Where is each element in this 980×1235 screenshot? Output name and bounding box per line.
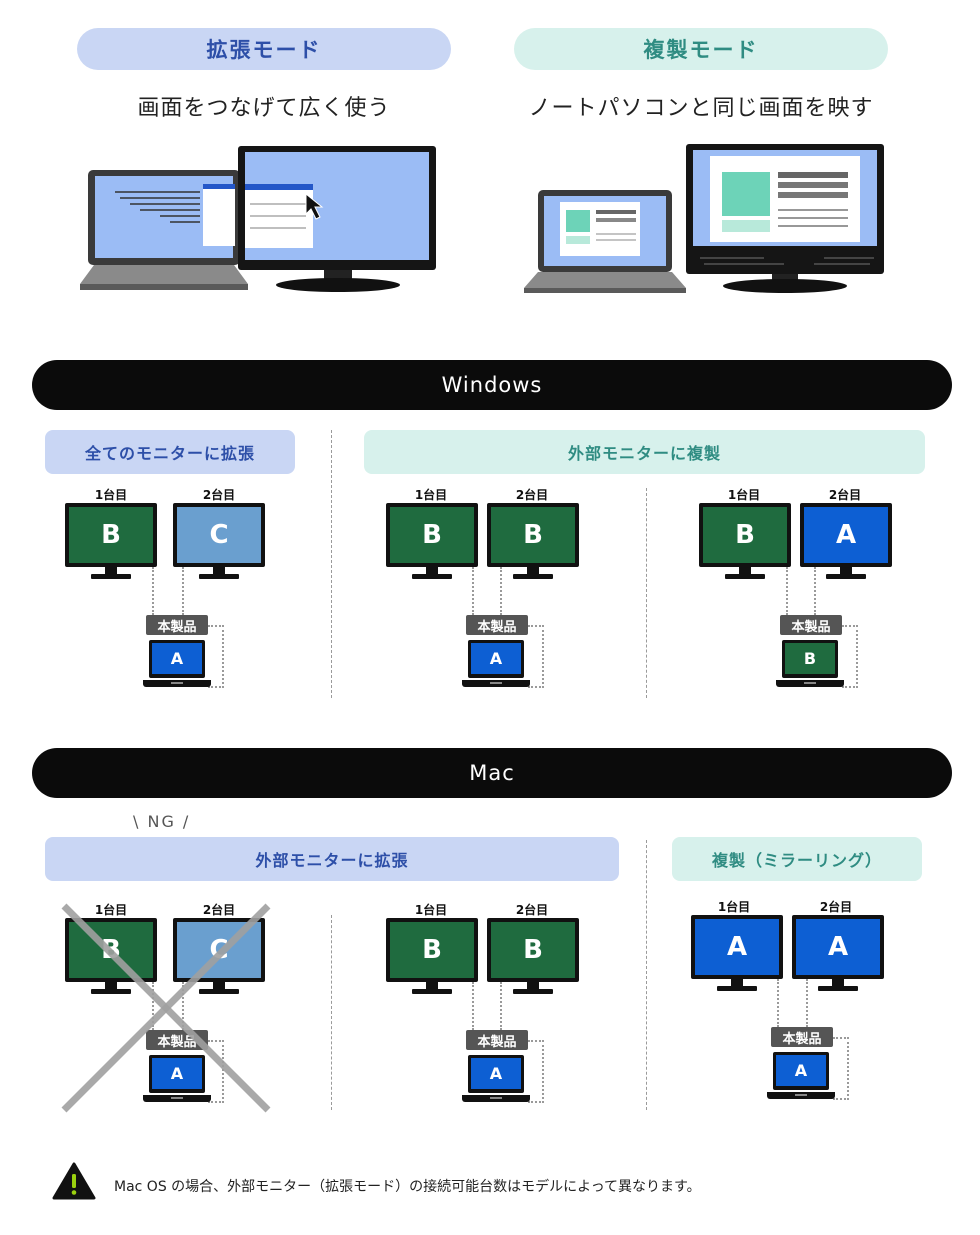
- mirror-mode-label: 複製モード: [643, 38, 759, 62]
- windows-section-bar: Windows: [32, 360, 952, 410]
- connection-line: [472, 982, 474, 1030]
- monitor-2: C: [173, 503, 265, 583]
- monitor-screen: A: [695, 919, 779, 975]
- monitor-screen: B: [491, 507, 575, 563]
- monitor-1-label: 1台目: [414, 903, 448, 917]
- monitor-screen: B: [390, 922, 474, 978]
- extend-mode-pill: 拡張モード: [77, 28, 451, 70]
- monitor-screen: A: [804, 507, 888, 563]
- divider: [331, 915, 332, 1110]
- monitor-2-label: 2台目: [202, 903, 236, 917]
- monitor-2-label: 2台目: [819, 900, 853, 914]
- monitor-2-label: 2台目: [202, 488, 236, 502]
- monitor-1-label: 1台目: [717, 900, 751, 914]
- laptop-screen: A: [776, 1055, 826, 1086]
- product-laptop: A: [767, 1052, 835, 1100]
- monitor-1: B: [699, 503, 791, 583]
- connection-line: [182, 567, 184, 615]
- mac-os-note: Mac OS の場合、外部モニター（拡張モード）の接続可能台数はモデルによって異…: [114, 1179, 701, 1195]
- connection-line: [814, 567, 816, 615]
- ng-cross-icon: [61, 903, 271, 1113]
- mirror-mode-illustration: [524, 144, 884, 293]
- connection-line: [528, 625, 544, 688]
- mirror-mode-pill: 複製モード: [514, 28, 888, 70]
- monitor-screen: B: [390, 507, 474, 563]
- product-tag: 本製品: [780, 615, 842, 635]
- monitor-2: A: [800, 503, 892, 583]
- windows-mirror-external-label: 外部モニターに複製: [567, 444, 721, 463]
- ng-label: \ NG /: [133, 812, 191, 831]
- extend-mode-desc: 画面をつなげて広く使う: [137, 96, 391, 121]
- mirror-mode-desc: ノートパソコンと同じ画面を映す: [528, 96, 874, 121]
- connection-line: [777, 979, 779, 1027]
- connection-line: [500, 982, 502, 1030]
- monitor-1: A: [691, 915, 783, 995]
- monitor-1-label: 1台目: [94, 488, 128, 502]
- connection-line: [182, 982, 184, 1030]
- connection-line: [833, 1037, 849, 1100]
- divider: [646, 840, 647, 1110]
- windows-mirror-external-header: 外部モニターに複製: [364, 430, 925, 474]
- laptop-screen: A: [152, 1058, 202, 1089]
- product-tag: 本製品: [466, 615, 528, 635]
- extend-mode-label: 拡張モード: [206, 38, 322, 62]
- laptop-screen: B: [785, 643, 835, 674]
- monitor-2: B: [487, 503, 579, 583]
- monitor-2-label: 2台目: [515, 903, 549, 917]
- windows-title: Windows: [441, 373, 543, 397]
- warning-icon: [52, 1162, 96, 1200]
- monitor-1: B: [65, 503, 157, 583]
- mac-title: Mac: [469, 761, 515, 785]
- monitor-screen: B: [69, 507, 153, 563]
- monitor-screen: C: [177, 507, 261, 563]
- mac-mirror-label: 複製（ミラーリング）: [711, 851, 882, 870]
- product-tag: 本製品: [466, 1030, 528, 1050]
- connection-line: [208, 625, 224, 688]
- divider: [331, 430, 332, 698]
- divider: [646, 488, 647, 698]
- laptop-screen: A: [471, 1058, 521, 1089]
- monitor-screen: A: [796, 919, 880, 975]
- connection-line: [806, 979, 808, 1027]
- mac-extend-external-header: 外部モニターに拡張: [45, 837, 619, 881]
- monitor-2-label: 2台目: [828, 488, 862, 502]
- monitor-screen: B: [69, 922, 153, 978]
- monitor-2: B: [487, 918, 579, 998]
- connection-line: [786, 567, 788, 615]
- connection-line: [208, 1040, 224, 1103]
- monitor-2: A: [792, 915, 884, 995]
- monitor-1-label: 1台目: [94, 903, 128, 917]
- mac-extend-external-label: 外部モニターに拡張: [255, 851, 409, 870]
- mac-mirror-header: 複製（ミラーリング）: [672, 837, 922, 881]
- connection-line: [528, 1040, 544, 1103]
- connection-line: [842, 625, 858, 688]
- monitor-screen: B: [491, 922, 575, 978]
- monitor-1: B: [386, 503, 478, 583]
- monitor-1-label: 1台目: [727, 488, 761, 502]
- windows-extend-all-label: 全てのモニターに拡張: [84, 444, 255, 463]
- laptop-screen: A: [152, 643, 202, 674]
- connection-line: [500, 567, 502, 615]
- product-tag: 本製品: [146, 615, 208, 635]
- monitor-2-label: 2台目: [515, 488, 549, 502]
- product-laptop: A: [462, 1055, 530, 1103]
- connection-line: [152, 567, 154, 615]
- product-laptop: A: [143, 1055, 211, 1103]
- monitor-screen: B: [703, 507, 787, 563]
- product-laptop: B: [776, 640, 844, 688]
- laptop-screen: A: [471, 643, 521, 674]
- extend-mode-illustration: [80, 146, 436, 292]
- monitor-1: B: [386, 918, 478, 998]
- windows-extend-all-header: 全てのモニターに拡張: [45, 430, 295, 474]
- product-laptop: A: [143, 640, 211, 688]
- product-laptop: A: [462, 640, 530, 688]
- monitor-1-label: 1台目: [414, 488, 448, 502]
- mac-section-bar: Mac: [32, 748, 952, 798]
- connection-line: [152, 982, 154, 1030]
- product-tag: 本製品: [771, 1027, 833, 1047]
- connection-line: [472, 567, 474, 615]
